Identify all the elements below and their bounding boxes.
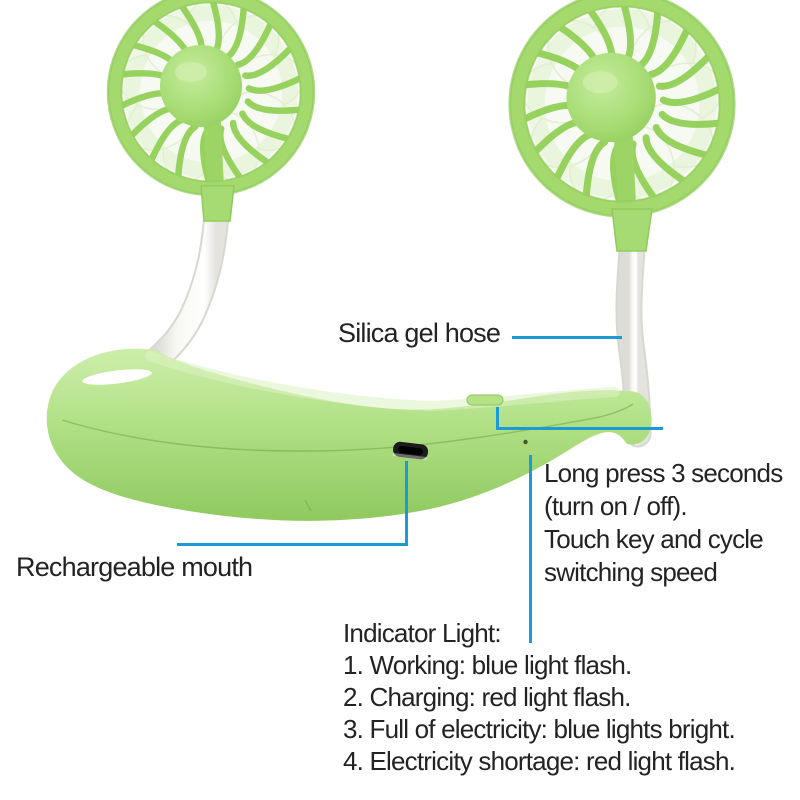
leader-line-touch-key-vertical: [496, 407, 499, 429]
touch-key-label-line2: (turn on / off).: [544, 491, 688, 521]
left-fan-neck: [200, 185, 235, 222]
touch-key-button: [466, 394, 504, 406]
leader-line-indicator-light: [529, 455, 532, 643]
indicator-light-legend: Indicator Light: 1. Working: blue light …: [343, 617, 736, 777]
rechargeable-mouth-label: Rechargeable mouth: [16, 552, 253, 582]
neckband: [46, 348, 652, 521]
indicator-legend-title: Indicator Light:: [343, 618, 502, 648]
touch-key-label-line3: Touch key and cycle: [544, 524, 764, 554]
indicator-legend-item3: 3. Full of electricity: blue lights brig…: [343, 714, 736, 744]
left-fan-head: [108, 0, 314, 195]
usb-charging-port: [392, 441, 429, 460]
indicator-legend-item4: 4. Electricity shortage: red light flash…: [343, 746, 736, 776]
leader-line-recharge-vertical: [405, 461, 408, 545]
right-fan-head: [510, 0, 735, 216]
leader-line-recharge-horizontal: [177, 543, 408, 546]
left-hose: [143, 207, 229, 373]
indicator-legend-item1: 1. Working: blue light flash.: [343, 650, 632, 680]
silica-gel-hose-label: Silica gel hose: [338, 318, 501, 348]
touch-key-label-line4: switching speed: [544, 557, 718, 587]
indicator-legend-item2: 2. Charging: red light flash.: [343, 682, 631, 712]
right-fan-neck: [611, 208, 653, 252]
indicator-light-dot: [523, 439, 528, 445]
leader-line-silica-hose: [512, 336, 622, 339]
touch-key-label-line1: Long press 3 seconds: [544, 458, 783, 488]
touch-key-label: Long press 3 seconds (turn on / off). To…: [544, 457, 783, 589]
leader-line-touch-key-horizontal: [496, 427, 663, 430]
